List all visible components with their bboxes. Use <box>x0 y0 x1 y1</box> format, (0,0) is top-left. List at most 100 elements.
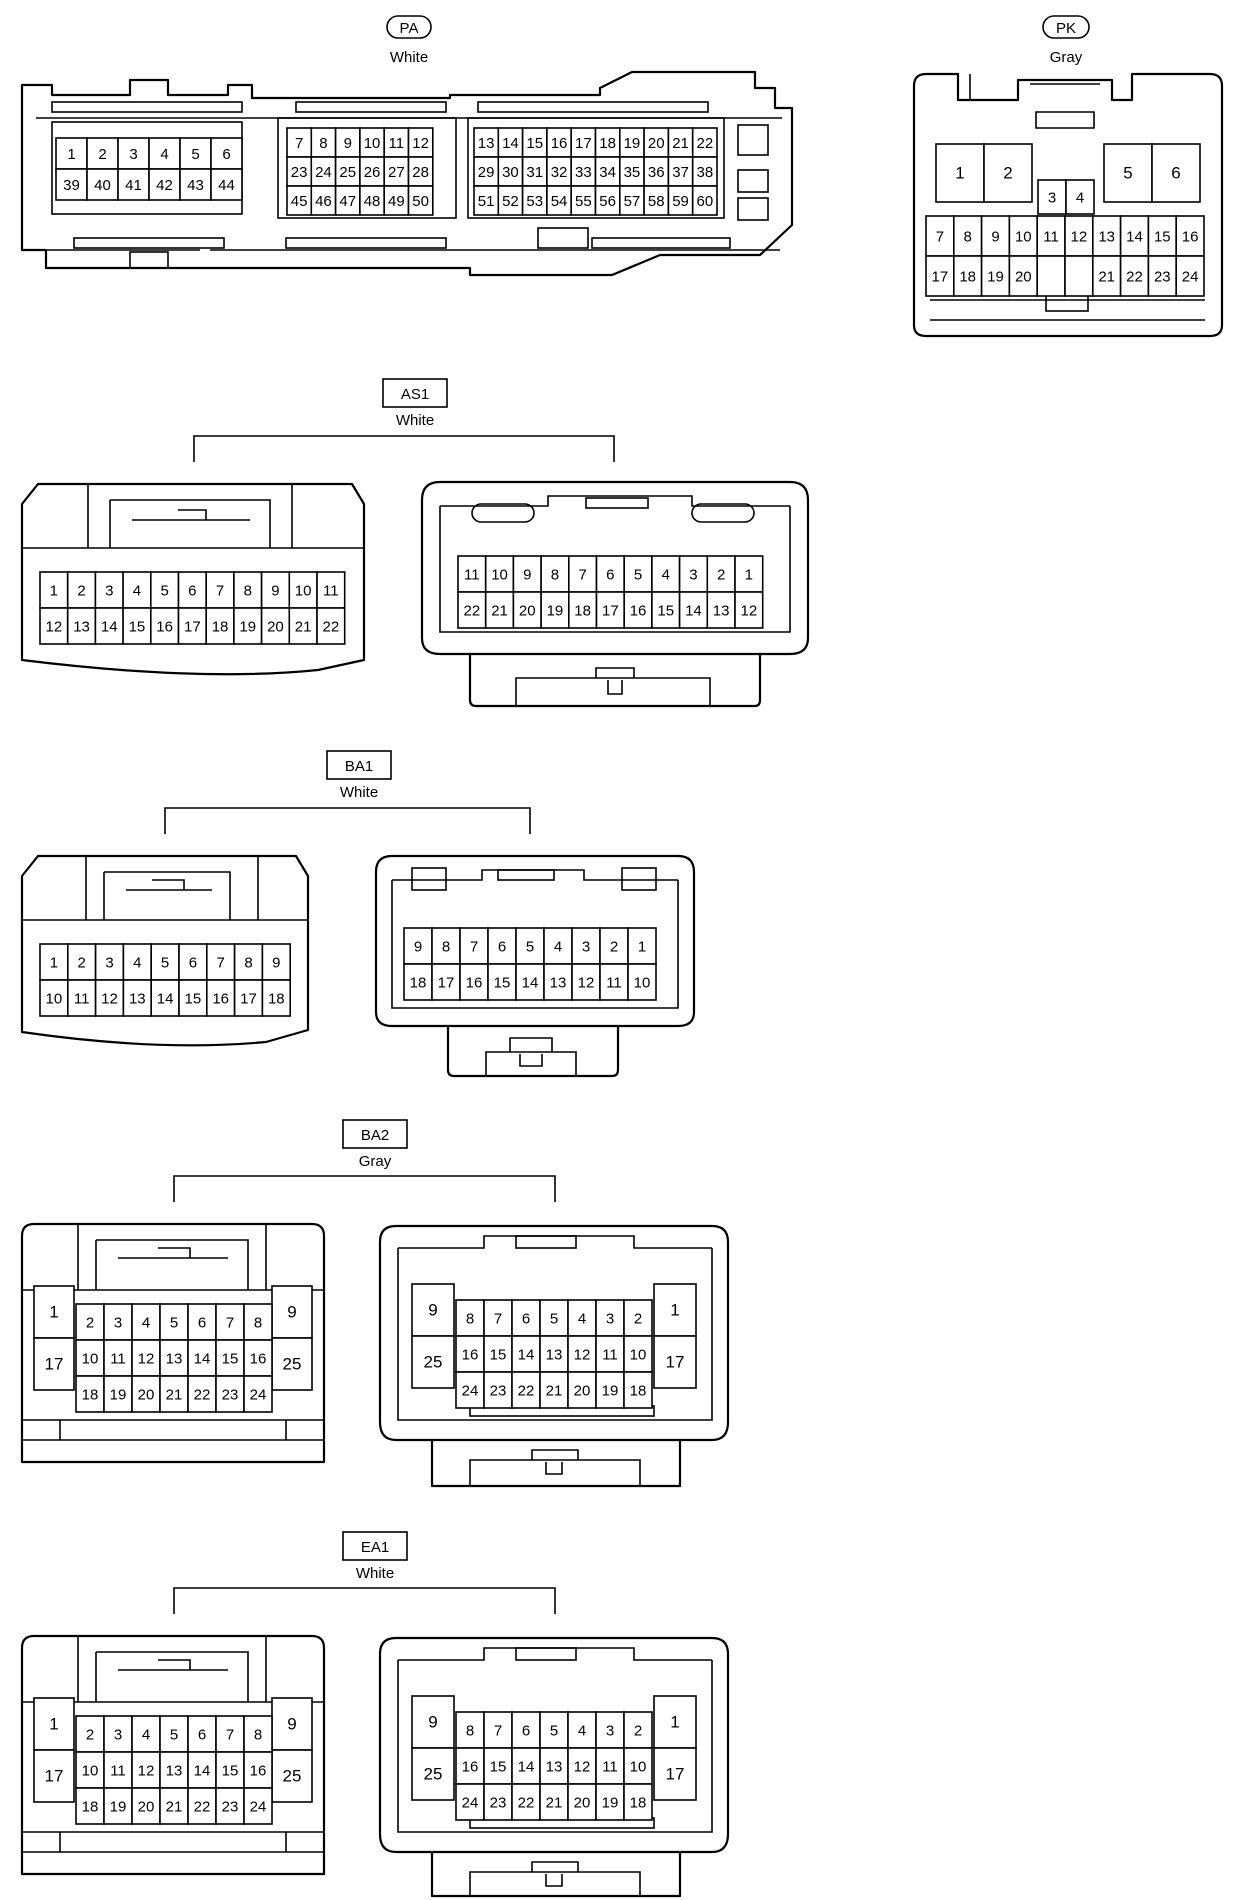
pin-number: 2 <box>610 939 618 956</box>
pin-number: 10 <box>630 1347 647 1364</box>
pin-cell: 2 <box>623 1299 653 1337</box>
pin-number: 23 <box>490 1383 507 1400</box>
pin-cell: 9 <box>512 555 542 593</box>
pin-cell: 15 <box>483 1747 513 1785</box>
pin-number: 21 <box>166 1799 183 1816</box>
connector-color: Gray <box>1050 49 1083 66</box>
pin-cell: 23 <box>483 1371 513 1409</box>
pin-number: 11 <box>323 583 339 600</box>
pin-cell: 42 <box>148 168 181 201</box>
pin-cell: 17 <box>570 127 597 158</box>
pin-cell <box>1064 255 1094 297</box>
pin-number: 20 <box>138 1799 155 1816</box>
pin-number: 13 <box>166 1763 183 1780</box>
pin-cell: 55 <box>570 185 597 216</box>
pin-number: 5 <box>1123 164 1132 183</box>
pin-number: 16 <box>466 975 483 992</box>
pin-number: 25 <box>424 1765 443 1784</box>
pin-number: 14 <box>1126 229 1143 246</box>
pin-cell: 21 <box>539 1783 569 1821</box>
pin-cell: 28 <box>407 156 434 187</box>
pin-number: 50 <box>412 193 429 210</box>
pin-cell: 6 <box>178 943 208 981</box>
pin-number: 6 <box>606 567 614 584</box>
pin-number: 16 <box>250 1763 267 1780</box>
pin-number: 3 <box>105 583 113 600</box>
pin-number: 20 <box>138 1387 155 1404</box>
pin-cell: 22 <box>316 607 346 645</box>
pin-number: 21 <box>546 1795 563 1812</box>
pin-number: 19 <box>239 619 256 636</box>
pin-cell: 20 <box>260 607 291 645</box>
pin-number: 10 <box>634 975 651 992</box>
pin-cell: 15 <box>122 607 152 645</box>
pin-number: 24 <box>462 1795 479 1812</box>
connector-color: Gray <box>359 1153 392 1170</box>
pin-cell: 15 <box>521 127 548 158</box>
pin-cell: 16 <box>623 591 653 629</box>
pin-cell: 7 <box>215 1715 245 1753</box>
pin-cell: 1 <box>627 927 657 965</box>
pin-number: 40 <box>94 177 111 194</box>
pin-cell: 22 <box>691 127 718 158</box>
pin-cell: 22 <box>511 1783 541 1821</box>
pin-cell: 2 <box>75 1303 105 1341</box>
pin-number: 8 <box>551 567 559 584</box>
pin-cell: 23 <box>483 1783 513 1821</box>
pin-number: 14 <box>522 975 539 992</box>
pin-cell: 7 <box>459 927 489 965</box>
pin-cell: 12 <box>407 127 434 158</box>
pin-cell: 45 <box>286 185 313 216</box>
pin-cell: 8 <box>310 127 337 158</box>
pin-cell: 51 <box>473 185 500 216</box>
pin-cell: 2 <box>86 137 119 170</box>
pin-cell: 20 <box>131 1787 161 1825</box>
pin-cell: 16 <box>243 1751 273 1789</box>
pin-cell: 3 <box>103 1303 133 1341</box>
pin-number: 12 <box>1071 229 1088 246</box>
connector-label-as1: AS1 White <box>193 378 615 462</box>
pin-number: 2 <box>98 146 106 163</box>
pin-cell: 19 <box>103 1787 133 1825</box>
pin-number: 44 <box>218 177 235 194</box>
pin-cell: 49 <box>383 185 410 216</box>
pin-number: 18 <box>268 991 285 1008</box>
pin-number: 14 <box>194 1351 211 1368</box>
pin-number: 11 <box>602 1759 618 1776</box>
pin-cell: 5 <box>159 1303 189 1341</box>
pin-number: 10 <box>82 1351 99 1368</box>
connector-label-pk: PK Gray <box>1042 15 1090 66</box>
pin-number: 13 <box>166 1351 183 1368</box>
pin-number: 20 <box>574 1383 591 1400</box>
pin-number: 1 <box>670 1301 679 1320</box>
pin-cell: 19 <box>980 255 1011 297</box>
pin-cell: 13 <box>159 1751 189 1789</box>
pin-number: 21 <box>166 1387 183 1404</box>
pin-cell: 15 <box>483 1335 513 1373</box>
pin-number: 17 <box>240 991 257 1008</box>
pin-cell: 9 <box>411 1283 455 1337</box>
pin-cell: 14 <box>497 127 524 158</box>
pin-number: 16 <box>156 619 173 636</box>
pin-cell: 11 <box>599 963 629 1001</box>
pin-cell: 14 <box>511 1335 541 1373</box>
pin-number: 18 <box>630 1795 647 1812</box>
pin-cell: 12 <box>567 1747 597 1785</box>
pin-number: 9 <box>428 1301 437 1320</box>
pin-cell: 8 <box>233 571 263 609</box>
connector-as1-right-housing <box>420 480 810 708</box>
pin-cell: 3 <box>678 555 709 593</box>
pin-number: 6 <box>189 955 197 972</box>
pin-cell: 2 <box>75 1715 105 1753</box>
pin-cell: 53 <box>521 185 548 216</box>
pin-cell: 24 <box>1175 255 1205 297</box>
pin-number: 23 <box>490 1795 507 1812</box>
pin-cell: 16 <box>459 963 489 1001</box>
pin-cell: 6 <box>487 927 517 965</box>
pin-number: 8 <box>466 1311 474 1328</box>
pin-cell: 1 <box>653 1283 697 1337</box>
pin-number: 6 <box>222 146 230 163</box>
pin-number: 22 <box>518 1383 535 1400</box>
